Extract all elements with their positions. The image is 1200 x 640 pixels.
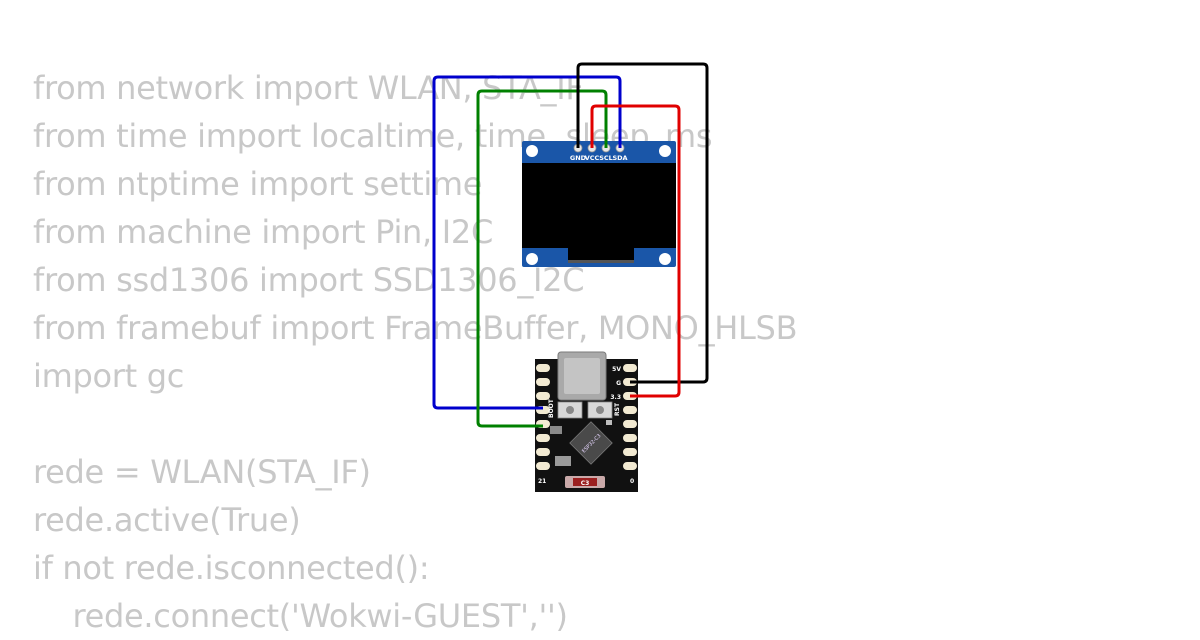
usb-c-shell — [564, 358, 600, 394]
oled-ribbon — [568, 248, 634, 263]
pin-label-5v: 5V — [612, 366, 621, 373]
led-indicator — [573, 478, 597, 486]
pin-label-boot: BOOT — [548, 398, 555, 418]
smd-component — [550, 426, 562, 434]
smd-component — [606, 420, 612, 425]
mount-hole — [526, 145, 538, 157]
code-listing: from network import WLAN, STA_IF from ti… — [33, 64, 798, 640]
oled-display[interactable]: GND VCC SCL SDA — [522, 141, 676, 267]
pin-pad[interactable] — [536, 434, 550, 442]
reset-button[interactable] — [587, 401, 613, 419]
mount-hole — [659, 253, 671, 265]
esp32-chip — [569, 421, 613, 465]
led-label: C3 — [581, 480, 590, 487]
reset-button-cap — [596, 406, 604, 414]
oled-pin-label: SDA — [612, 154, 627, 162]
oled-pin-label: GND — [570, 154, 587, 162]
oled-screen — [522, 163, 676, 248]
mount-hole — [659, 145, 671, 157]
pin-pad[interactable] — [536, 378, 550, 386]
wire-sda[interactable] — [432, 75, 622, 410]
code-line: rede.connect('Wokwi-GUEST','') — [33, 597, 568, 635]
boot-button-cap — [566, 406, 574, 414]
pin-label-rst: RST — [614, 402, 621, 416]
pin-label-3v3: 3.3 — [610, 394, 621, 401]
pin-pad[interactable] — [623, 364, 637, 372]
smd-crystal — [555, 456, 571, 466]
pin-pad[interactable] — [536, 448, 550, 456]
code-line: rede = WLAN(STA_IF) — [33, 453, 371, 491]
pin-pad[interactable] — [536, 462, 550, 470]
wire-scl[interactable] — [476, 89, 608, 428]
wire-gnd[interactable] — [576, 62, 709, 384]
code-line: from framebuf import FrameBuffer, MONO_H… — [33, 309, 798, 347]
code-line: from time import localtime, time, sleep_… — [33, 117, 713, 155]
code-line: from network import WLAN, STA_IF — [33, 69, 584, 107]
pin-pad[interactable] — [623, 406, 637, 414]
wire-vcc[interactable] — [590, 104, 681, 398]
pin-label-21: 21 — [538, 478, 546, 485]
boot-button[interactable] — [557, 401, 583, 419]
code-line: rede.active(True) — [33, 501, 301, 539]
mount-hole — [526, 253, 538, 265]
pin-label-g: G — [616, 380, 621, 387]
code-line: from ntptime import settime — [33, 165, 483, 203]
pin-pad[interactable] — [623, 448, 637, 456]
pin-pad[interactable] — [623, 434, 637, 442]
code-line: if not rede.isconnected(): — [33, 549, 430, 587]
pin-label-0: 0 — [630, 478, 634, 485]
pin-pad[interactable] — [623, 420, 637, 428]
oled-pin-label: VCC — [585, 154, 600, 162]
code-line: import gc — [33, 357, 185, 395]
oled-pin-label: SCL — [599, 154, 613, 162]
code-line: from machine import Pin, I2C — [33, 213, 494, 251]
pin-pad[interactable] — [536, 364, 550, 372]
oled-ribbon-edge — [568, 260, 634, 263]
pin-pad[interactable] — [623, 462, 637, 470]
esp32-board[interactable]: ESP32-C3 C3 5V G 3.3 BOOT RST 21 0 — [535, 351, 638, 492]
pin-pad[interactable] — [536, 392, 550, 400]
